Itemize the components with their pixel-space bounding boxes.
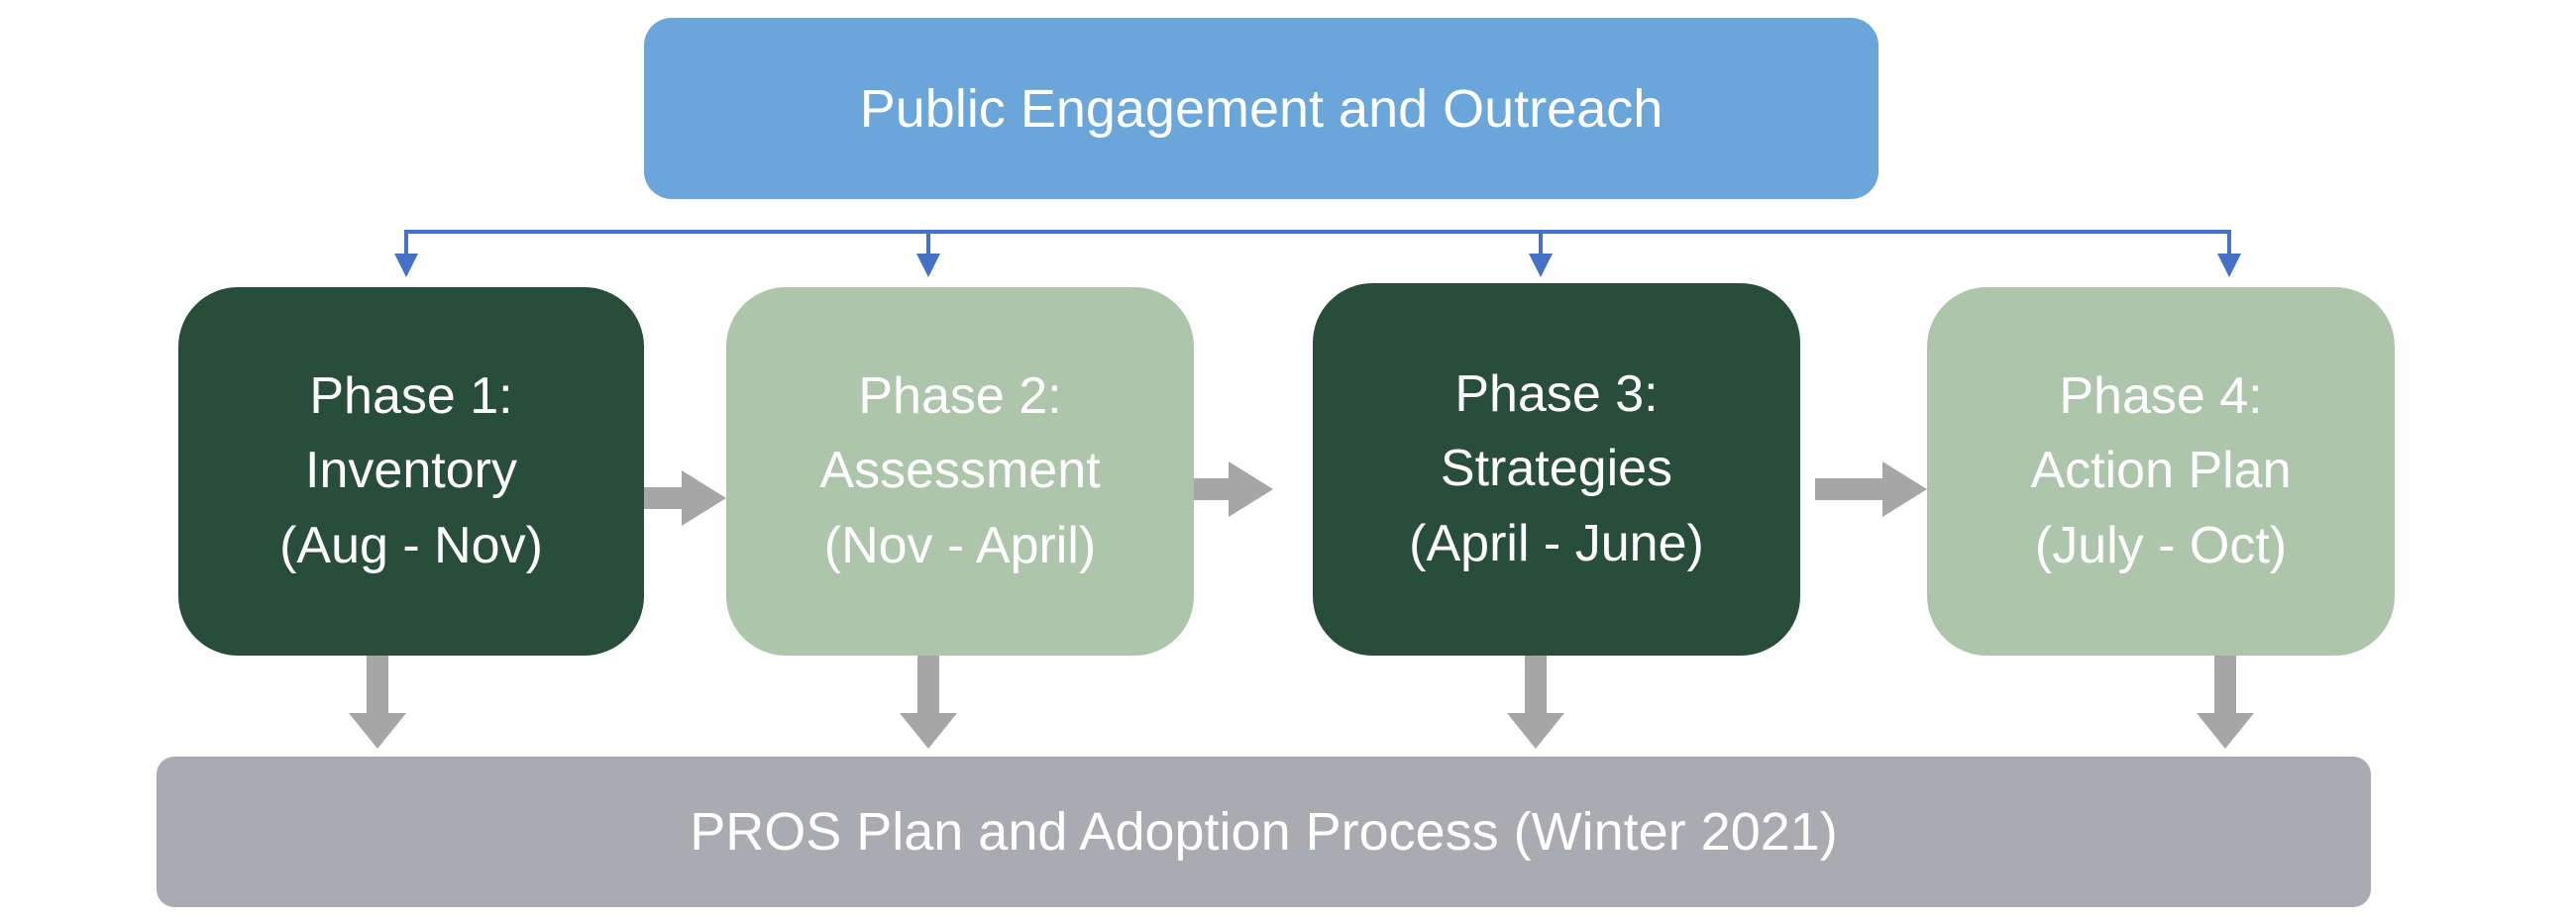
phase-4-title: Phase 4: bbox=[2059, 366, 2263, 425]
arrow-phase4-down bbox=[2197, 656, 2254, 749]
phase-1-box: Phase 1: Inventory (Aug - Nov) bbox=[178, 287, 644, 656]
arrow-phase2-down bbox=[900, 656, 957, 749]
bottom-banner: PROS Plan and Adoption Process (Winter 2… bbox=[157, 757, 2371, 907]
arrow-phase2-to-phase3 bbox=[1129, 461, 1273, 517]
phase-2-box: Phase 2: Assessment (Nov - April) bbox=[726, 287, 1194, 656]
phase-2-name: Assessment bbox=[819, 442, 1101, 500]
phase-3-name: Strategies bbox=[1440, 440, 1673, 498]
phase-2-dates: (Nov - April) bbox=[823, 516, 1097, 574]
phase-1-title: Phase 1: bbox=[309, 366, 513, 425]
bottom-banner-label: PROS Plan and Adoption Process (Winter 2… bbox=[690, 802, 1838, 862]
arrow-phase3-down bbox=[1507, 656, 1564, 749]
top-banner-label: Public Engagement and Outreach bbox=[859, 78, 1664, 139]
phase-3-dates: (April - June) bbox=[1409, 514, 1704, 572]
phase-4-box: Phase 4: Action Plan (July - Oct) bbox=[1927, 287, 2395, 656]
phase-1-name: Inventory bbox=[305, 442, 517, 500]
arrow-phase3-to-phase4 bbox=[1815, 461, 1927, 517]
phase-1-dates: (Aug - Nov) bbox=[279, 516, 543, 574]
arrow-phase1-to-phase2 bbox=[585, 470, 726, 526]
phase-3-box: Phase 3: Strategies (April - June) bbox=[1313, 283, 1800, 656]
phase-4-dates: (July - Oct) bbox=[2034, 516, 2288, 574]
top-banner: Public Engagement and Outreach bbox=[644, 18, 1878, 199]
arrow-phase1-down bbox=[349, 656, 406, 749]
phase-4-name: Action Plan bbox=[2030, 442, 2292, 500]
phase-2-title: Phase 2: bbox=[858, 366, 1062, 425]
phase-3-title: Phase 3: bbox=[1454, 364, 1659, 423]
